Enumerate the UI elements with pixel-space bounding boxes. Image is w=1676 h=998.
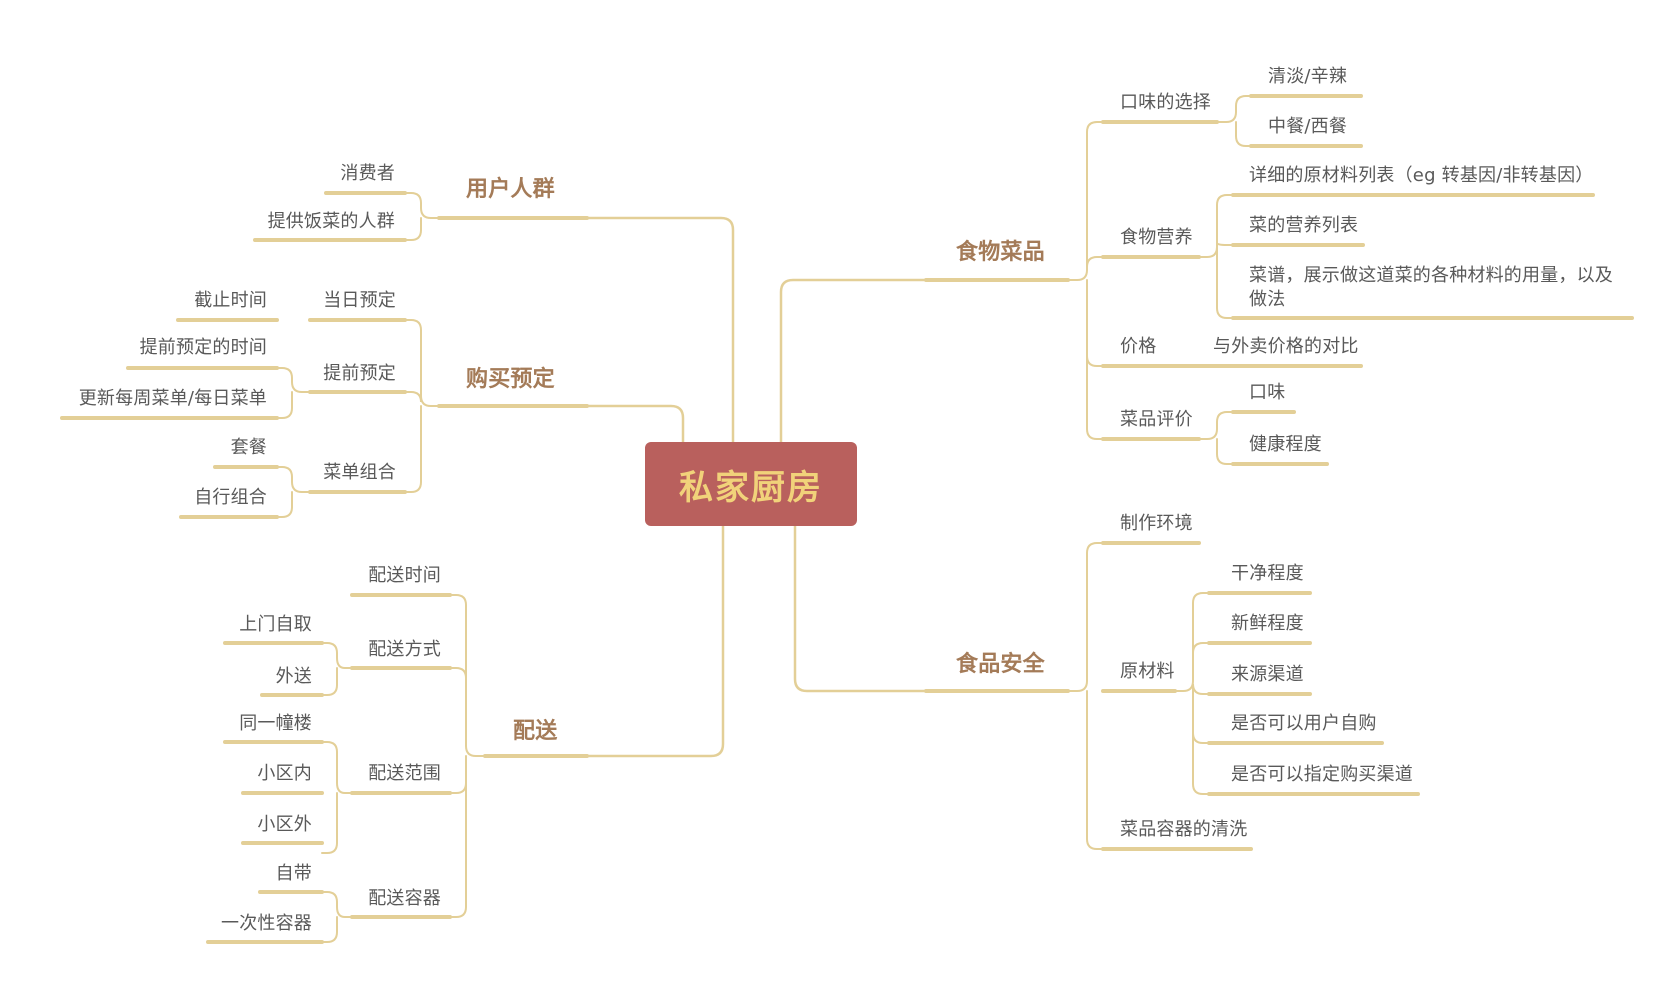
delivery-outside-community[interactable]: 小区外 bbox=[257, 814, 312, 835]
food-recipe[interactable]: 菜谱，展示做这道菜的各种材料的用量，以及做法 bbox=[1249, 265, 1613, 310]
users-consumers[interactable]: 消费者 bbox=[340, 163, 395, 184]
bracket-advance bbox=[276, 367, 311, 419]
bracket-taste bbox=[1216, 95, 1252, 147]
connector-center-users bbox=[585, 216, 735, 447]
food-light-spicy[interactable]: 清淡/辛辣 bbox=[1268, 66, 1348, 87]
booking-cutoff-time[interactable]: 截止时间 bbox=[194, 290, 267, 311]
bracket-delivery bbox=[449, 594, 486, 918]
bracket-range bbox=[321, 741, 353, 854]
branch-food[interactable]: 食物菜品 bbox=[956, 240, 1045, 265]
booking-update-menu[interactable]: 更新每周菜单/每日菜单 bbox=[78, 388, 267, 409]
safety-container-cleaning[interactable]: 菜品容器的清洗 bbox=[1120, 819, 1248, 840]
food-chinese-western[interactable]: 中餐/西餐 bbox=[1268, 116, 1348, 137]
bracket-review bbox=[1198, 411, 1234, 465]
food-review[interactable]: 菜品评价 bbox=[1120, 409, 1193, 430]
branch-safety[interactable]: 食品安全 bbox=[956, 652, 1045, 677]
branch-delivery[interactable]: 配送 bbox=[513, 719, 558, 744]
food-review-taste[interactable]: 口味 bbox=[1249, 382, 1286, 403]
bracket-combo bbox=[276, 466, 311, 518]
branch-booking[interactable]: 购买预定 bbox=[466, 367, 555, 392]
safety-environment[interactable]: 制作环境 bbox=[1120, 513, 1193, 534]
bracket-container bbox=[321, 891, 353, 943]
delivery-container[interactable]: 配送容器 bbox=[368, 888, 441, 909]
materials-cleanliness[interactable]: 干净程度 bbox=[1231, 563, 1304, 584]
food-price-compare[interactable]: 与外卖价格的对比 bbox=[1213, 336, 1359, 357]
connector-center-food bbox=[779, 278, 928, 444]
delivery-disposable[interactable]: 一次性容器 bbox=[221, 913, 312, 934]
safety-materials[interactable]: 原材料 bbox=[1120, 661, 1175, 682]
booking-self-combo[interactable]: 自行组合 bbox=[194, 487, 267, 508]
materials-designated-channel[interactable]: 是否可以指定购买渠道 bbox=[1231, 764, 1413, 785]
food-price[interactable]: 价格 bbox=[1120, 336, 1157, 357]
booking-same-day[interactable]: 当日预定 bbox=[323, 290, 396, 311]
connector-center-safety bbox=[793, 524, 928, 693]
food-review-health[interactable]: 健康程度 bbox=[1249, 434, 1322, 455]
materials-user-buy[interactable]: 是否可以用户自购 bbox=[1231, 713, 1377, 734]
delivery-same-building[interactable]: 同一幢楼 bbox=[239, 713, 312, 734]
booking-advance[interactable]: 提前预定 bbox=[323, 363, 396, 384]
booking-menu-combo[interactable]: 菜单组合 bbox=[323, 462, 396, 483]
food-taste-choice[interactable]: 口味的选择 bbox=[1120, 92, 1211, 113]
delivery-method[interactable]: 配送方式 bbox=[368, 639, 441, 660]
delivery-takeout[interactable]: 外送 bbox=[275, 666, 312, 687]
connector-center-delivery bbox=[585, 524, 725, 758]
materials-source[interactable]: 来源渠道 bbox=[1231, 664, 1304, 685]
bracket-method bbox=[321, 642, 353, 696]
bracket-booking bbox=[404, 319, 440, 493]
delivery-time[interactable]: 配送时间 bbox=[368, 565, 441, 586]
users-providers[interactable]: 提供饭菜的人群 bbox=[267, 211, 395, 232]
bracket-food bbox=[1067, 121, 1104, 440]
bracket-safety bbox=[1067, 542, 1104, 850]
food-nutrition[interactable]: 食物营养 bbox=[1120, 227, 1193, 248]
bracket-nutrition bbox=[1198, 194, 1234, 319]
delivery-pickup[interactable]: 上门自取 bbox=[239, 614, 312, 635]
central-topic[interactable]: 私家厨房 bbox=[645, 442, 857, 526]
bracket-users bbox=[404, 192, 440, 241]
delivery-range[interactable]: 配送范围 bbox=[368, 763, 441, 784]
booking-advance-time[interactable]: 提前预定的时间 bbox=[139, 337, 267, 358]
branch-users[interactable]: 用户人群 bbox=[466, 177, 555, 202]
booking-set-meal[interactable]: 套餐 bbox=[230, 437, 267, 458]
connector-center-booking bbox=[585, 404, 685, 444]
delivery-own-container[interactable]: 自带 bbox=[275, 863, 312, 884]
bracket-materials bbox=[1174, 592, 1210, 795]
delivery-in-community[interactable]: 小区内 bbox=[257, 763, 312, 784]
food-ingredient-list[interactable]: 详细的原材料列表（eg 转基因/非转基因） bbox=[1249, 165, 1594, 186]
food-nutrition-list[interactable]: 菜的营养列表 bbox=[1249, 215, 1359, 236]
materials-freshness[interactable]: 新鲜程度 bbox=[1231, 613, 1304, 634]
